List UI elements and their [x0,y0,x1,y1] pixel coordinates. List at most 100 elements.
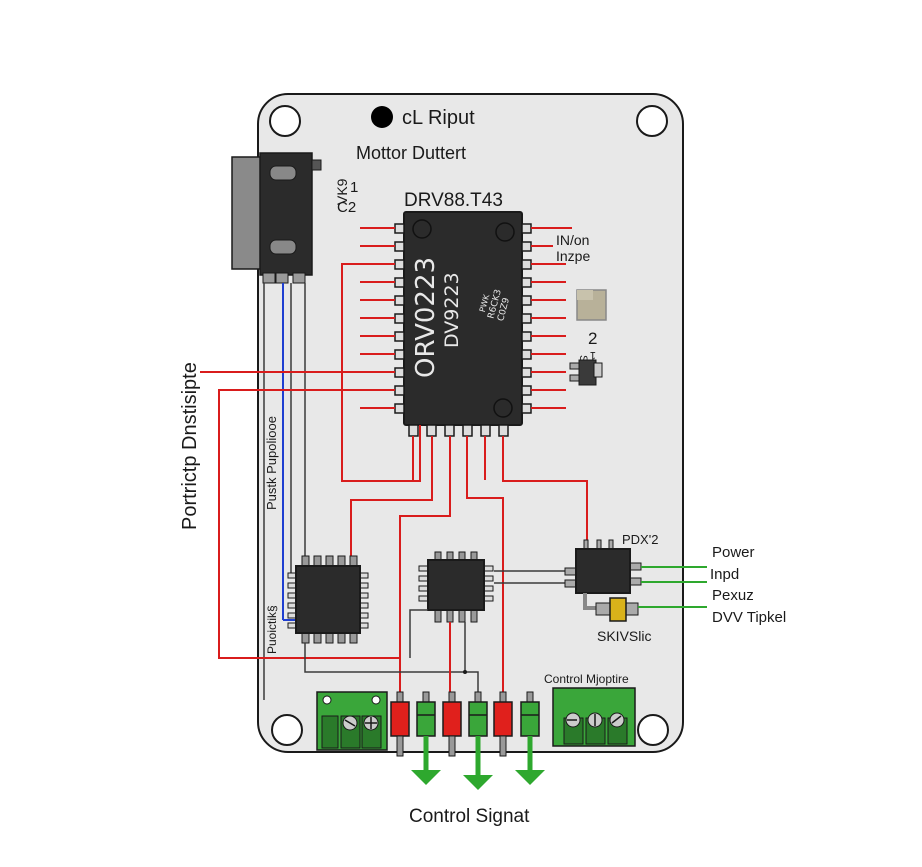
part-label-1: 1 [590,349,596,361]
wire-red-b6 [502,436,588,548]
pdx-label: PDX'2 [622,532,658,547]
ic-pin [521,349,532,360]
right-label-inon: IN/on [556,232,589,248]
ic-pin [394,349,405,360]
ic-pin [521,331,532,342]
ic-pin [483,585,494,592]
ic-pin [349,555,358,567]
ic-pin [483,595,494,602]
right-label-inzpe: Inzpe [556,248,590,264]
red-connector [442,701,462,737]
ic-pin [521,385,532,396]
ic-pin [462,424,473,437]
ic-pin [446,551,454,561]
pin-lead [448,735,456,757]
ic-pin [394,313,405,324]
ic-pin [521,313,532,324]
main-ic-right-traces [531,227,572,409]
connector-label-c2: C2 [337,199,356,216]
ic-pin [287,622,297,629]
ic-pin [418,575,429,582]
wire-red-b1 [342,436,414,482]
ic-pin [408,424,419,437]
connector-label-vk9: VK9 [334,178,350,205]
ic-pin [521,277,532,288]
wire-red-b4 [466,436,504,700]
title-dot-icon [371,106,393,128]
ic-pin [287,582,297,589]
ic-pin [470,609,478,623]
ic-pin [418,595,429,602]
mounting-hole-top-left [269,105,301,137]
side-label-input: Inpd [710,566,739,583]
ic-pin [418,565,429,572]
ic-pin [349,632,358,644]
ic-pin [359,602,369,609]
ic-pin [359,622,369,629]
tan-component [576,289,607,321]
connector-label-1: 1 [350,179,358,196]
ic-pin [325,555,334,567]
wire-red-b3 [399,436,451,700]
ic-pin [359,582,369,589]
ic-pin [313,632,322,644]
ic-pin [394,385,405,396]
ic-pin [337,555,346,567]
junction-dot [463,670,467,674]
ic-pin [301,555,310,567]
mounting-hole-bottom-right [637,714,669,746]
ic-pin [394,223,405,234]
part-label-2: 2 [588,329,597,348]
sk-label: SKIVSlic [597,628,651,644]
ic-pin [301,632,310,644]
ic-pin [359,592,369,599]
terminal-block-left [316,691,388,751]
ic-pin [394,403,405,414]
wire-red-b2 [350,436,433,558]
subtitle-label: Mottor Duttert [356,143,466,163]
ic-pin [521,367,532,378]
arrow-down-icon [463,775,493,790]
green-connector [468,701,488,737]
wire-red-left-2 [218,389,400,659]
ic-pin [458,551,466,561]
title-label: cL Riput [402,107,475,129]
ic-pin [483,565,494,572]
inner-vertical-label-2: Puoictik§ [265,605,279,654]
green-connector [416,701,436,737]
arrow-down-icon [411,770,441,785]
ic-pin [434,551,442,561]
ic-pin [337,632,346,644]
ic-pin [394,277,405,288]
chip-part-label: DRV88.T43 [404,190,503,211]
side-label-pexuz: Pexuz [712,587,754,604]
ic-pin [434,609,442,623]
red-connector [390,701,410,737]
main-ic-marking-2: DV9223 [441,272,463,348]
wire-dark-mid-left [409,609,428,658]
ic-pin [426,424,437,437]
signal-pin-row [390,691,540,757]
ic-pin [394,241,405,252]
main-ic-pins-right [521,223,532,414]
power-connector [231,152,322,284]
ic-left-qfn [287,555,369,644]
wire-dark-ic-left-bottom [304,643,479,700]
ic-pin [458,609,466,623]
ic-pin [359,612,369,619]
ic-pin [325,632,334,644]
ic-pin [446,609,454,623]
green-connector [520,701,540,737]
bottom-label: Control Signat [409,806,530,827]
ic-pin [498,424,509,437]
ic-pdx [564,539,642,610]
ic-pin [521,403,532,414]
ic-pin [287,602,297,609]
ic-pin [394,367,405,378]
main-ic [394,211,532,437]
mounting-hole-top-right [636,105,668,137]
ic-pin [394,295,405,306]
main-ic-pins-bottom [408,424,509,437]
ic-pin [418,585,429,592]
